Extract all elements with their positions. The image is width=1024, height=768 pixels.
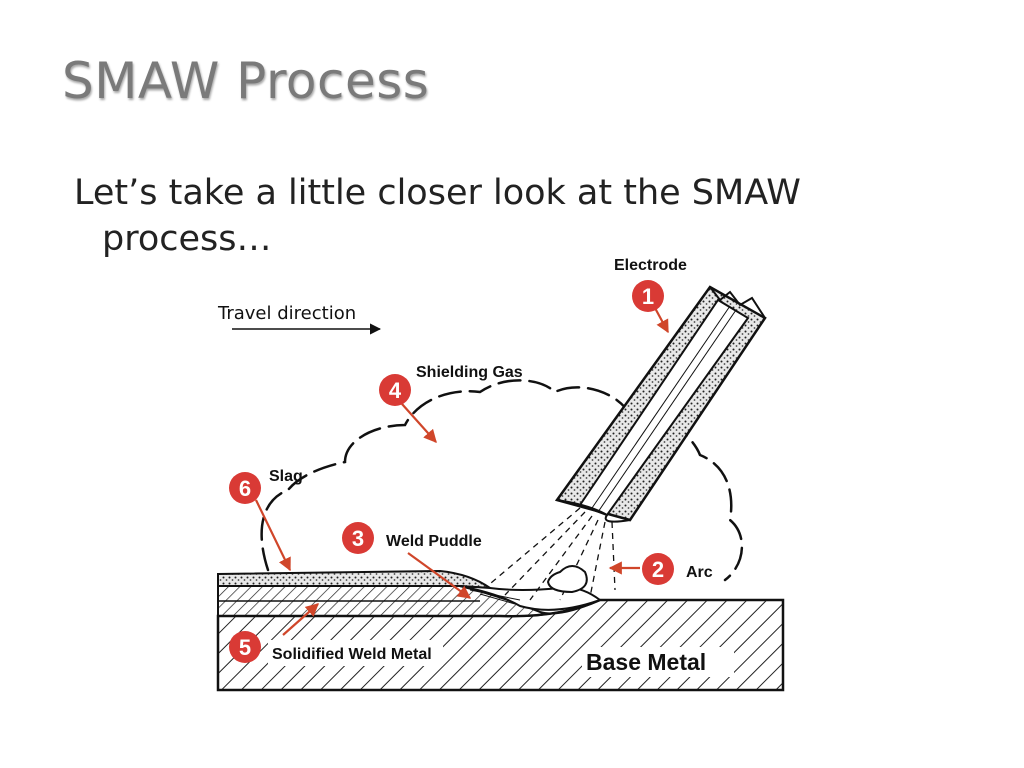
callout-arc: 2 Arc <box>642 553 713 585</box>
puddle-lines <box>469 589 521 605</box>
svg-text:2: 2 <box>652 557 664 582</box>
callout-arrows <box>255 307 669 636</box>
arc-spray <box>484 507 616 601</box>
svg-text:4: 4 <box>389 378 402 403</box>
electrode-label: Electrode <box>614 257 687 274</box>
solidified-weld-metal-label: Solidified Weld Metal <box>272 646 432 663</box>
svg-text:1: 1 <box>642 284 654 309</box>
arc-label: Arc <box>686 564 713 581</box>
slag-label: Slag <box>269 468 303 485</box>
electrode <box>554 285 767 523</box>
svg-text:5: 5 <box>239 635 251 660</box>
svg-text:3: 3 <box>352 526 364 551</box>
callout-electrode: 1 Electrode <box>614 257 687 312</box>
weld-puddle-label: Weld Puddle <box>386 533 482 550</box>
callout-weld-puddle: 3 Weld Puddle <box>342 522 482 554</box>
base-metal-label-bg <box>582 647 734 677</box>
metal-droplet <box>546 565 588 594</box>
svg-text:6: 6 <box>239 476 251 501</box>
callout-solidified-weld-metal: 5 Solidified Weld Metal <box>229 631 443 666</box>
travel-direction-label: Travel direction <box>217 303 356 324</box>
shielding-gas-label: Shielding Gas <box>416 364 523 381</box>
bullet-text: Let’s take a little closer look at the S… <box>74 173 801 259</box>
base-metal-label: Base Metal <box>586 649 706 675</box>
shielding-gas-cloud <box>260 379 744 582</box>
slag-layer <box>217 569 494 590</box>
callout-slag: 6 Slag <box>229 468 303 504</box>
callout-shielding-gas: 4 Shielding Gas <box>379 364 523 406</box>
slide-title: SMAW Process <box>62 52 430 110</box>
